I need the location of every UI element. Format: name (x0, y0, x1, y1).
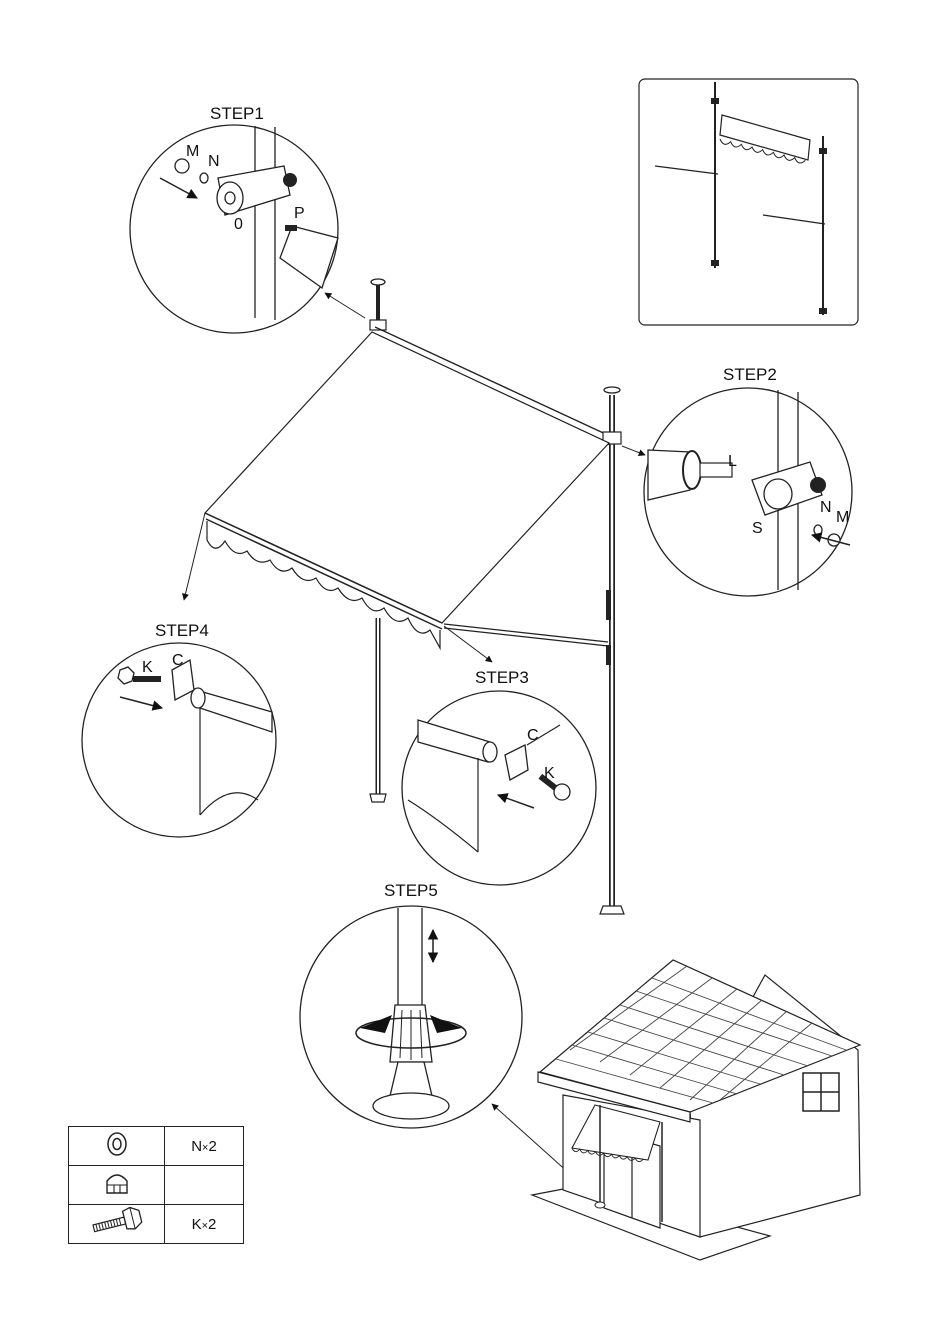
step1-label: STEP1 (210, 104, 264, 123)
step3-label: STEP3 (475, 668, 529, 687)
label-c-step4: C (172, 652, 184, 669)
label-k-step4: K (142, 659, 153, 676)
parts-icon-cell (69, 1166, 165, 1205)
overview-inset (639, 79, 858, 325)
parts-qty-cell: K×2 (165, 1205, 244, 1244)
part-count: 2 (208, 1138, 216, 1155)
parts-qty-cell (165, 1166, 244, 1205)
parts-row-bolt: K×2 (69, 1205, 244, 1244)
part-name: K (192, 1216, 202, 1233)
step3-detail: STEP3 C K (402, 668, 596, 885)
house-illustration (532, 960, 860, 1260)
step4-detail: STEP4 K C (82, 621, 276, 837)
label-c-step3: C (527, 727, 539, 744)
washer-icon (102, 1130, 132, 1158)
label-zero: 0 (234, 216, 243, 233)
step5-detail: STEP5 (300, 881, 522, 1128)
bolt-icon (87, 1207, 147, 1237)
label-n-step2: N (820, 499, 832, 516)
parts-icon-cell (69, 1205, 165, 1244)
label-m-step2: M (836, 509, 849, 526)
label-k-step3: K (544, 765, 555, 782)
step2-detail: STEP2 L S N M (644, 365, 852, 596)
parts-row-cap-nut (69, 1166, 244, 1205)
parts-qty-cell: N×2 (165, 1127, 244, 1166)
label-p: P (294, 205, 305, 222)
parts-icon-cell (69, 1127, 165, 1166)
parts-row-washer: N×2 (69, 1127, 244, 1166)
label-s: S (752, 520, 763, 537)
part-name: N (191, 1138, 202, 1155)
parts-table: N×2 (68, 1126, 244, 1244)
cap-nut-icon (100, 1169, 134, 1197)
step5-label: STEP5 (384, 881, 438, 900)
label-l: L (728, 453, 737, 470)
step2-label: STEP2 (723, 365, 777, 384)
step1-detail: STEP1 M N 0 P (130, 104, 338, 333)
step4-label: STEP4 (155, 621, 209, 640)
label-m: M (186, 143, 199, 160)
label-n: N (208, 153, 220, 170)
part-count: 2 (208, 1216, 216, 1233)
